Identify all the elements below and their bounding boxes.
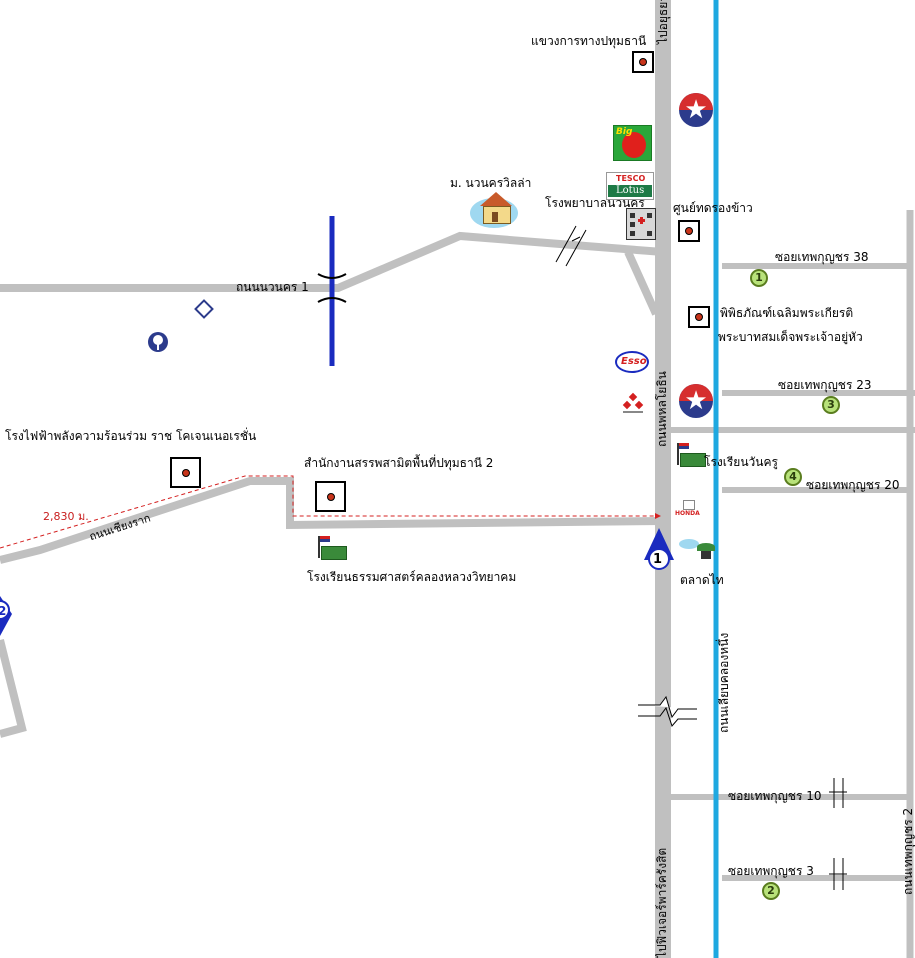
distance-arrow	[655, 513, 661, 519]
power-plant-label: โรงไฟฟ้าพลังความร้อนร่วม ราช โคเจนเนอเรช…	[5, 429, 257, 443]
soi-marker-3: 3	[822, 396, 840, 414]
honda-text: HONDA	[675, 510, 700, 517]
house-icon	[466, 190, 522, 230]
wannakru-school-label: โรงเรียนวันครู	[704, 455, 778, 469]
road-break-soi3	[829, 858, 847, 890]
distance-label: 2,830 ม.	[43, 510, 89, 523]
left-branch-road	[0, 639, 27, 738]
esso-text: Esso	[621, 356, 647, 367]
hospital-label: โรงพยาบาลนวนคร	[545, 196, 645, 210]
nawanakorn-road	[0, 231, 664, 292]
bridge-symbol	[317, 273, 347, 303]
distance-line	[0, 475, 655, 549]
to-future-park-label: ไปฟิวเจอร์พาร์ครังสิต	[655, 847, 669, 958]
khlong-khao-center-label: ศูนย์ทดรองข้าว	[673, 201, 753, 215]
caltex-icon: ★	[679, 384, 713, 418]
nawa-villa-label: ม. นวนครวิลล่า	[450, 176, 532, 190]
talad-thai-label: ตลาดไท	[680, 573, 724, 587]
route-marker-1	[644, 528, 674, 570]
nawanakorn-branch	[624, 250, 660, 316]
soi-10-label: ซอยเทพกุญชร 10	[728, 789, 822, 803]
tesco-text: TESCO	[616, 174, 646, 183]
route-marker-2	[0, 596, 12, 636]
road-break-phahon	[638, 695, 697, 727]
big-c-logo: Big	[613, 125, 652, 161]
khlong-nueng-road-label: ถนนเลียบคลองหนึ่ง	[717, 632, 731, 733]
soi-marker-2: 2	[762, 882, 780, 900]
to-ayutthaya-label: ไปอยุธยา	[656, 0, 670, 44]
road-break-nawanakorn	[555, 225, 587, 267]
soi-marker-4: 4	[784, 468, 802, 486]
tesco-lotus-logo: TESCO Lotus	[606, 172, 654, 200]
highway-office-icon	[632, 51, 654, 73]
caltex-icon: ★	[679, 93, 713, 127]
highway-office-label: แขวงการทางปทุมธานี	[531, 34, 647, 48]
right-edge-road-label: ถนนเทพกุญชร 2	[901, 807, 915, 895]
khlong-khao-center-icon	[678, 220, 700, 242]
route-marker-2-number: 2	[0, 604, 7, 618]
museum-icon	[688, 306, 710, 328]
big-c-text: Big	[616, 127, 633, 137]
road-break-soi10	[829, 778, 847, 808]
chiang-rak-road	[0, 477, 664, 564]
honda-logo: HONDA	[675, 500, 701, 518]
lotus-text: Lotus	[616, 185, 645, 196]
school-icon	[317, 536, 347, 560]
nawanakorn-road-label: ถนนนวนคร 1	[236, 280, 309, 294]
power-plant-icon	[170, 457, 201, 488]
phahon-road-label: ถนนพหลโยธิน	[655, 371, 669, 447]
school-icon	[676, 443, 706, 467]
soi-3-label: ซอยเทพกุญชร 3	[728, 864, 814, 878]
excise-office-icon	[315, 481, 346, 512]
soi-marker-1: 1	[750, 269, 768, 287]
mitsubishi-logo	[621, 392, 645, 416]
soi-23-label: ซอยเทพกุญชร 23	[778, 378, 872, 392]
tree-icon	[148, 332, 168, 352]
soi-20-label: ซอยเทพกุญชร 20	[806, 478, 900, 492]
museum-label-line1: พิพิธภัณฑ์เฉลิมพระเกียรติ	[720, 306, 854, 320]
esso-logo: Esso	[615, 351, 649, 373]
soi-38-label: ซอยเทพกุญชร 38	[775, 250, 869, 264]
museum-label-line2: พระบาทสมเด็จพระเจ้าอยู่หัว	[718, 330, 863, 344]
hospital-icon	[626, 208, 656, 240]
excise-office-label: สำนักงานสรรพสามิตพื้นที่ปทุมธานี 2	[304, 456, 494, 470]
khlong-luang-school-label: โรงเรียนธรรมศาสตร์คลองหลวงวิทยาคม	[307, 570, 517, 584]
market-icon	[679, 535, 715, 561]
route-marker-1-number: 1	[653, 552, 663, 567]
